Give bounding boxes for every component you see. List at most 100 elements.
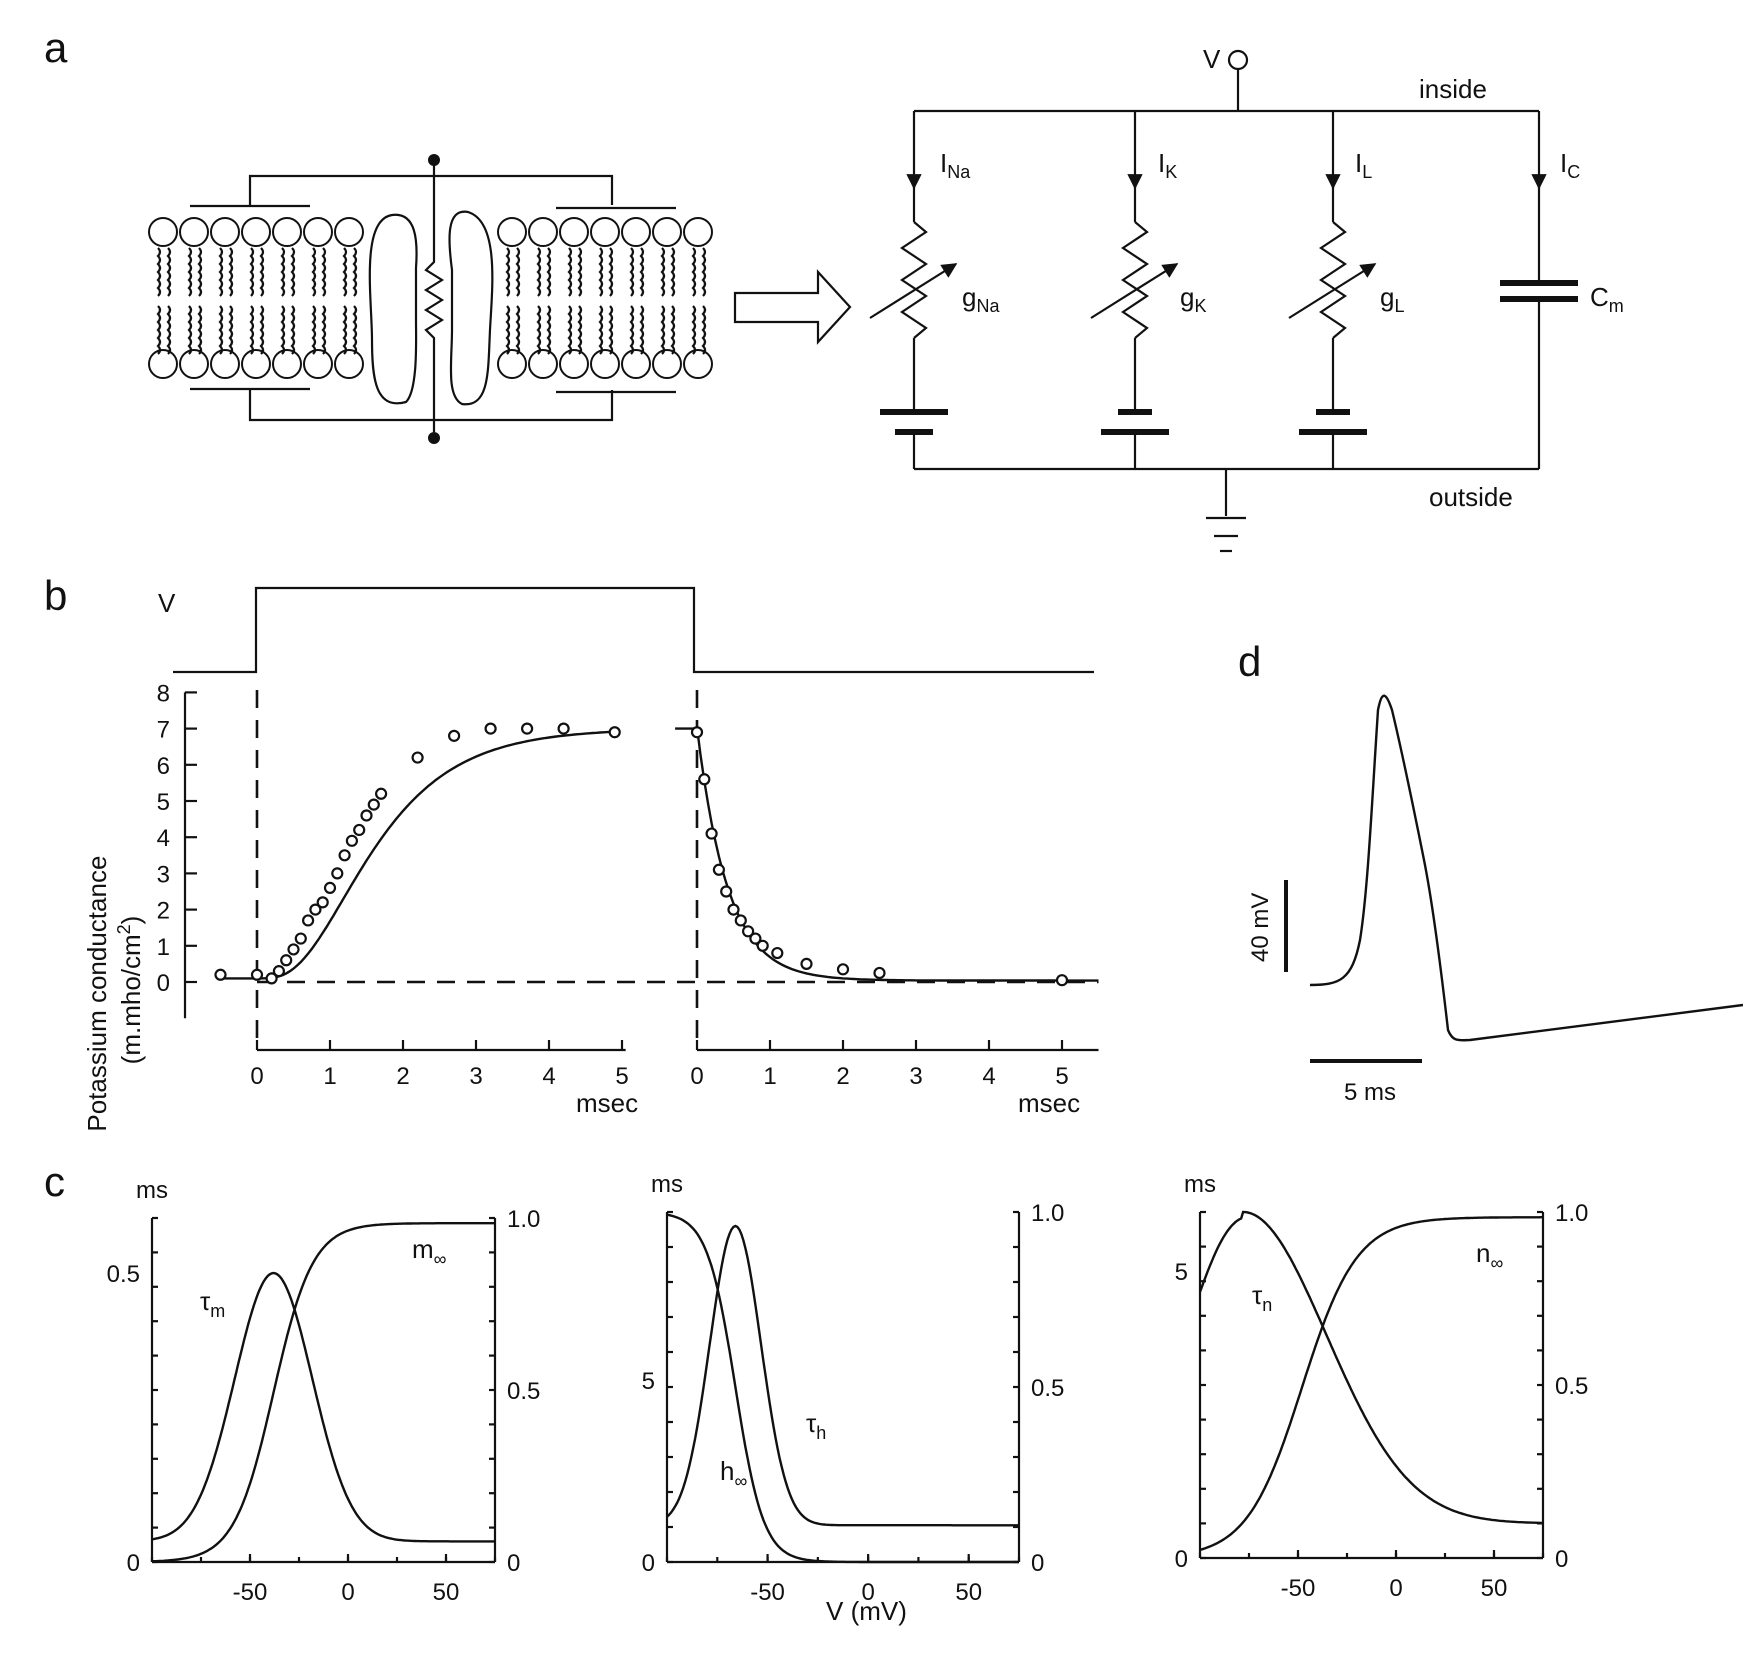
y-tick-label: 2 — [157, 898, 170, 925]
scale-bar-voltage-label: 40 mV — [1247, 893, 1274, 962]
lipid-head — [683, 217, 713, 247]
left-tick-label: 0 — [127, 1550, 140, 1577]
lipid-tail — [290, 305, 296, 355]
right-tick-label: 1.0 — [507, 1206, 540, 1233]
time-constant-curve — [151, 1271, 495, 1543]
data-point — [302, 914, 315, 927]
x-tick-label: 0 — [341, 1579, 354, 1606]
node-v-terminal — [1227, 49, 1249, 71]
series-label: τh — [806, 1408, 826, 1443]
lipid-head — [241, 349, 271, 379]
lipid-head — [179, 349, 209, 379]
lipid-head — [559, 349, 589, 379]
data-point — [741, 925, 755, 938]
lipid-tail — [577, 305, 583, 355]
data-point — [1055, 974, 1069, 987]
data-point — [265, 972, 278, 985]
voltage-step-trace — [173, 586, 1094, 674]
left-axis-unit: ms — [136, 1177, 168, 1204]
data-point — [411, 751, 424, 764]
lipid-head — [148, 217, 178, 247]
series-label: n∞ — [1476, 1238, 1503, 1273]
x-tick-label: 0 — [690, 1063, 703, 1090]
lipid-tail — [577, 247, 583, 297]
channel-protein-left — [368, 213, 418, 405]
data-point — [448, 729, 461, 742]
time-constant-curve — [1198, 1210, 1543, 1525]
lipid-head — [528, 217, 558, 247]
lipid-tail — [259, 305, 265, 355]
terminal-bottom — [428, 432, 440, 444]
lipid-tail — [670, 247, 676, 297]
x-unit-right: msec — [1018, 1088, 1080, 1118]
lipid-tail — [546, 305, 552, 355]
current-k-label: IK — [1158, 148, 1177, 182]
y-tick-label: 4 — [157, 825, 170, 852]
data-point — [712, 863, 726, 876]
lipid-tail — [342, 247, 348, 297]
lipid-tail — [290, 247, 296, 297]
membrane-schematic — [148, 154, 713, 444]
x-tick-label: 1 — [763, 1063, 776, 1090]
y-tick-label: 0 — [157, 970, 170, 997]
lipid-tail — [629, 247, 635, 297]
x-tick-label: -50 — [750, 1579, 785, 1606]
data-point — [338, 849, 351, 862]
lipid-tail — [670, 305, 676, 355]
data-point — [375, 787, 388, 800]
lipid-tail — [342, 305, 348, 355]
left-tick-label: 0.5 — [107, 1261, 140, 1288]
data-point — [873, 966, 886, 980]
lipid-head — [621, 349, 651, 379]
steady-state-curve — [151, 1222, 495, 1563]
lipid-bilayer-left — [148, 217, 364, 379]
data-point — [756, 939, 769, 952]
x-tick-label: 3 — [469, 1063, 482, 1090]
right-tick-label: 1.0 — [1555, 1200, 1588, 1227]
x-tick-label: 3 — [909, 1063, 922, 1090]
lipid-tail — [691, 305, 697, 355]
lipid-tail — [321, 247, 327, 297]
lipid-tail — [197, 305, 203, 355]
fit-curve-rise — [220, 730, 619, 980]
lipid-head — [559, 217, 589, 247]
lipid-tail — [505, 247, 511, 297]
lipid-head — [210, 217, 240, 247]
lipid-tail — [228, 247, 234, 297]
lipid-tail — [660, 305, 666, 355]
data-point — [272, 965, 285, 978]
lipid-tail — [218, 247, 224, 297]
lipid-head — [303, 349, 333, 379]
lipid-head — [497, 217, 527, 247]
data-point — [345, 834, 358, 847]
lipid-tail — [187, 247, 193, 297]
data-point — [214, 968, 227, 981]
lipid-bilayer-right — [497, 217, 713, 379]
lipid-head — [334, 349, 364, 379]
lipid-head — [652, 217, 682, 247]
lipid-head — [210, 349, 240, 379]
lipid-head — [497, 349, 527, 379]
x-tick-label: 4 — [542, 1063, 555, 1090]
x-tick-label: 0 — [861, 1579, 874, 1606]
current-c-label: IC — [1560, 148, 1580, 182]
data-point — [280, 954, 293, 967]
branch-potassium: IK gK — [1090, 111, 1206, 469]
lipid-tail — [515, 305, 521, 355]
x-tick-label: 5 — [615, 1063, 628, 1090]
lipid-tail — [218, 305, 224, 355]
series-label: h∞ — [720, 1456, 747, 1491]
lipid-tail — [546, 247, 552, 297]
fit-curve-fall — [675, 727, 1099, 982]
panel-a: a V inside outside — [44, 24, 1624, 553]
lipid-tail — [660, 247, 666, 297]
y-tick-label: 8 — [157, 680, 170, 707]
data-point — [771, 946, 784, 960]
lipid-tail — [691, 247, 697, 297]
x-tick-label: 0 — [1389, 1575, 1402, 1602]
data-point — [287, 943, 300, 956]
lipid-tail — [536, 305, 542, 355]
x-tick-label: -50 — [233, 1579, 268, 1606]
